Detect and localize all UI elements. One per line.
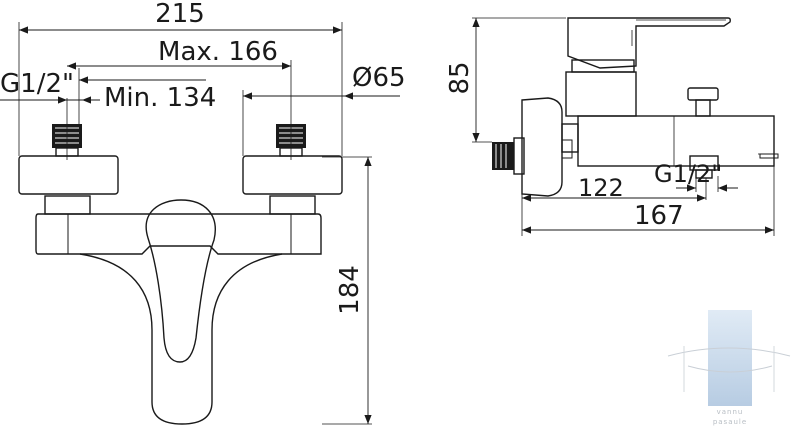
mixer-body xyxy=(35,213,322,255)
watermark-logo xyxy=(667,310,791,406)
side-view xyxy=(472,17,779,236)
watermark-text-2: pasaule xyxy=(713,418,747,426)
label-side-height: 85 xyxy=(445,61,475,94)
label-diameter: Ø65 xyxy=(352,63,406,93)
label-overall-depth: 167 xyxy=(634,201,684,231)
label-spout-length: 122 xyxy=(578,174,624,202)
spout-outline xyxy=(79,253,283,425)
side-thread-inlet xyxy=(492,137,525,175)
label-max-centers: Max. 166 xyxy=(158,37,278,67)
side-body-column xyxy=(565,71,637,117)
label-thread-side: G1/2" xyxy=(654,160,722,188)
left-connector-nut xyxy=(44,195,91,215)
lever-handle xyxy=(145,199,216,363)
side-diverter-knob xyxy=(687,87,719,101)
right-escutcheon xyxy=(242,155,343,195)
front-view xyxy=(0,22,400,425)
side-main-body xyxy=(577,115,775,167)
label-min-centers: Min. 134 xyxy=(104,83,216,113)
label-thread-front: G1/2" xyxy=(0,69,74,99)
label-overall-width: 215 xyxy=(155,0,205,29)
watermark-text-1: vannu xyxy=(717,408,744,416)
right-connector-nut xyxy=(269,195,316,215)
label-height: 184 xyxy=(335,265,365,315)
side-escutcheon xyxy=(521,97,563,197)
side-lever xyxy=(567,17,731,69)
left-escutcheon xyxy=(18,155,119,195)
